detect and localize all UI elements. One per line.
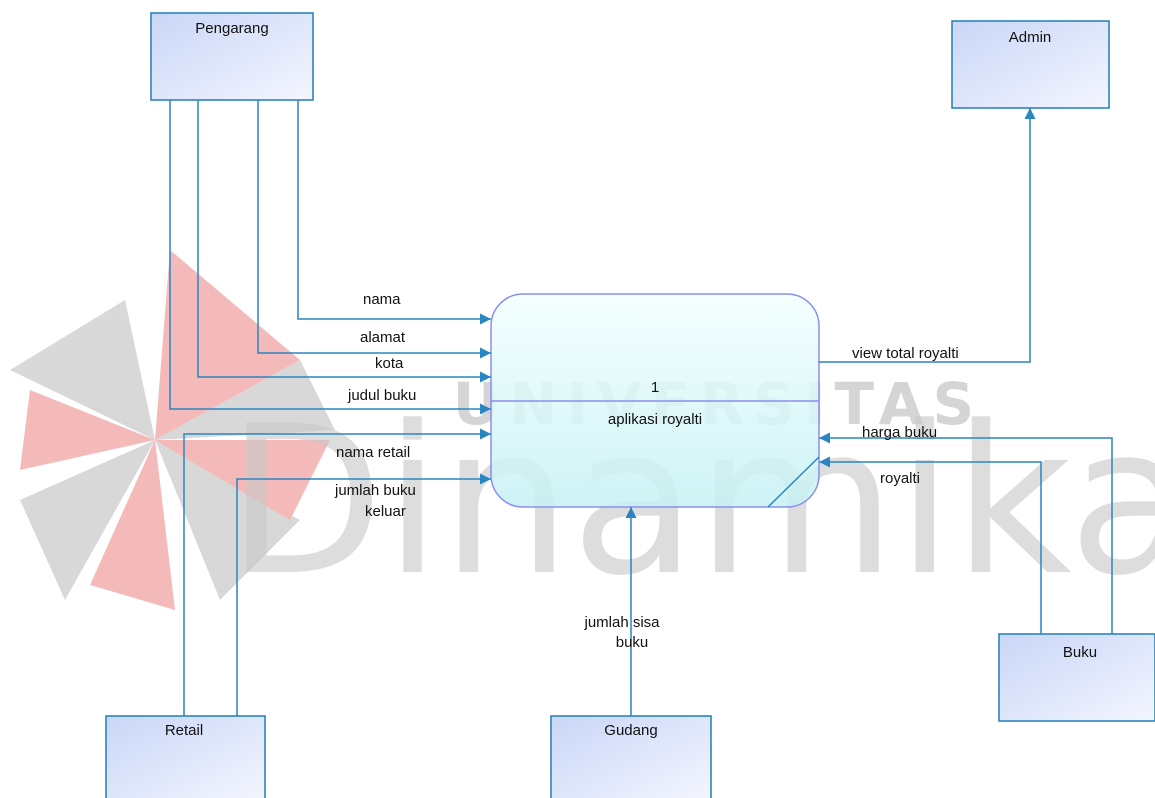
flow-label-harga-buku: harga buku (862, 424, 937, 441)
flow-label-nama: nama (363, 291, 401, 308)
entity-buku-label: Buku (1063, 644, 1097, 661)
entity-buku[interactable]: Buku (999, 634, 1155, 721)
flow-label-jumlah-buku-keluar-2: keluar (365, 503, 406, 520)
process-aplikasi-royalti[interactable]: 1 aplikasi royalti (491, 294, 819, 507)
flow-label-kota: kota (375, 355, 404, 372)
entity-gudang-label: Gudang (604, 722, 657, 739)
flow-label-jumlah-buku-keluar-1: jumlah buku (334, 482, 416, 499)
entity-pengarang[interactable]: Pengarang (151, 13, 313, 100)
entity-admin-label: Admin (1009, 29, 1052, 46)
entity-pengarang-label: Pengarang (195, 20, 268, 37)
flow-label-nama-retail: nama retail (336, 444, 410, 461)
flow-label-jumlah-sisa-buku-1: jumlah sisa (583, 614, 660, 631)
entity-retail-label: Retail (165, 722, 203, 739)
flow-alamat[interactable] (258, 100, 491, 353)
flow-label-jumlah-sisa-buku-2: buku (616, 634, 649, 651)
flow-nama[interactable] (298, 100, 491, 319)
entity-gudang[interactable]: Gudang (551, 716, 711, 798)
flow-label-judul-buku: judul buku (347, 387, 416, 404)
entity-retail[interactable]: Retail (106, 716, 265, 798)
flow-view-total-royalti[interactable] (819, 108, 1030, 362)
process-number: 1 (651, 379, 659, 396)
process-name: aplikasi royalti (608, 411, 702, 428)
flow-label-royalti: royalti (880, 470, 920, 487)
flow-label-alamat: alamat (360, 329, 406, 346)
flow-label-view-total-royalti: view total royalti (852, 345, 959, 362)
entity-admin[interactable]: Admin (952, 21, 1109, 108)
